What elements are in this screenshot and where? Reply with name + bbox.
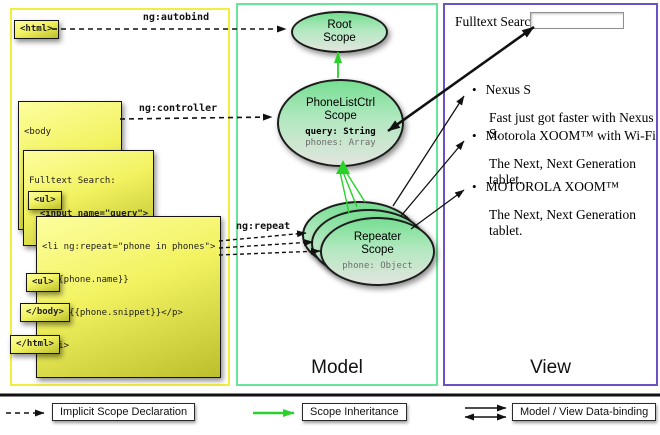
legend-model-view-data-binding: Model / View Data-binding	[512, 403, 657, 421]
legend-scope-inheritance: Scope Inheritance	[302, 403, 407, 421]
phone-snippet: The Next, Next Generation tablet.	[489, 156, 636, 187]
repeat-label: ng:repeat	[236, 221, 291, 232]
code-line: <ul>	[32, 277, 54, 287]
scope-title: Root	[327, 19, 352, 31]
code-box-html-open: <html>	[14, 20, 59, 39]
code-line: </body>	[26, 307, 64, 317]
phone-name: Motorola XOOM™ with Wi-Fi	[485, 128, 656, 143]
scope-property-phones: phones: Array	[305, 138, 376, 148]
code-line: <li ng:repeat="phone in phones">	[42, 242, 216, 252]
list-item: • Motorola XOOM™ with Wi-Fi	[472, 128, 656, 144]
root-scope-ellipse: Root Scope	[291, 11, 388, 53]
scope-title: Scope	[361, 244, 394, 256]
code-box-ul-open: <ul>	[28, 191, 62, 210]
model-column-title: Model	[311, 357, 363, 378]
scope-property-query: query: String	[305, 127, 376, 137]
code-line: {{phone.name}}	[42, 275, 129, 285]
code-box-body-close: </body>	[20, 303, 70, 322]
phone-name: MOTOROLA XOOM™	[485, 179, 619, 194]
fulltext-search-input[interactable]	[530, 12, 624, 29]
model-column	[236, 3, 438, 386]
code-box-html-close: </html>	[10, 335, 60, 354]
code-line: <html>	[20, 24, 53, 34]
code-line: Fulltext Search:	[29, 176, 116, 186]
scope-property-phone: phone: Object	[342, 261, 413, 271]
repeater-scope-ellipse: Repeater Scope phone: Object	[320, 217, 435, 286]
fulltext-search-label: Fulltext Search:	[455, 14, 541, 29]
code-line: </li>	[42, 341, 215, 352]
phonelistctrl-scope-ellipse: PhoneListCtrl Scope query: String phones…	[277, 79, 404, 167]
scope-title: Scope	[323, 32, 356, 44]
legend-implicit-scope-declaration: Implicit Scope Declaration	[52, 403, 196, 421]
scope-title: Scope	[324, 110, 357, 122]
code-line: <body	[24, 127, 52, 137]
bullet-icon: •	[472, 82, 477, 97]
list-item: • MOTOROLA XOOM™	[472, 179, 619, 195]
phone-name: Nexus S	[485, 82, 531, 97]
scope-title: Repeater	[353, 231, 402, 243]
scope-title: PhoneListCtrl	[305, 97, 376, 109]
phone-snippet: The Next, Next Generation tablet.	[489, 207, 636, 238]
controller-label: ng:controller	[138, 103, 218, 114]
code-box-li-repeat: <li ng:repeat="phone in phones"> {{phone…	[36, 216, 222, 378]
bullet-icon: •	[472, 179, 477, 194]
code-line: <p>{{phone.snippet}}</p>	[42, 308, 183, 318]
code-box-ul-close: <ul>	[26, 273, 60, 292]
view-column-title: View	[530, 357, 571, 378]
bullet-icon: •	[472, 128, 477, 143]
code-line: <input name="query">	[29, 209, 149, 219]
code-line: <ul>	[34, 195, 56, 205]
autobind-label: ng:autobind	[142, 12, 210, 23]
code-line: </html>	[16, 339, 54, 349]
list-item: • Nexus S	[472, 82, 531, 98]
